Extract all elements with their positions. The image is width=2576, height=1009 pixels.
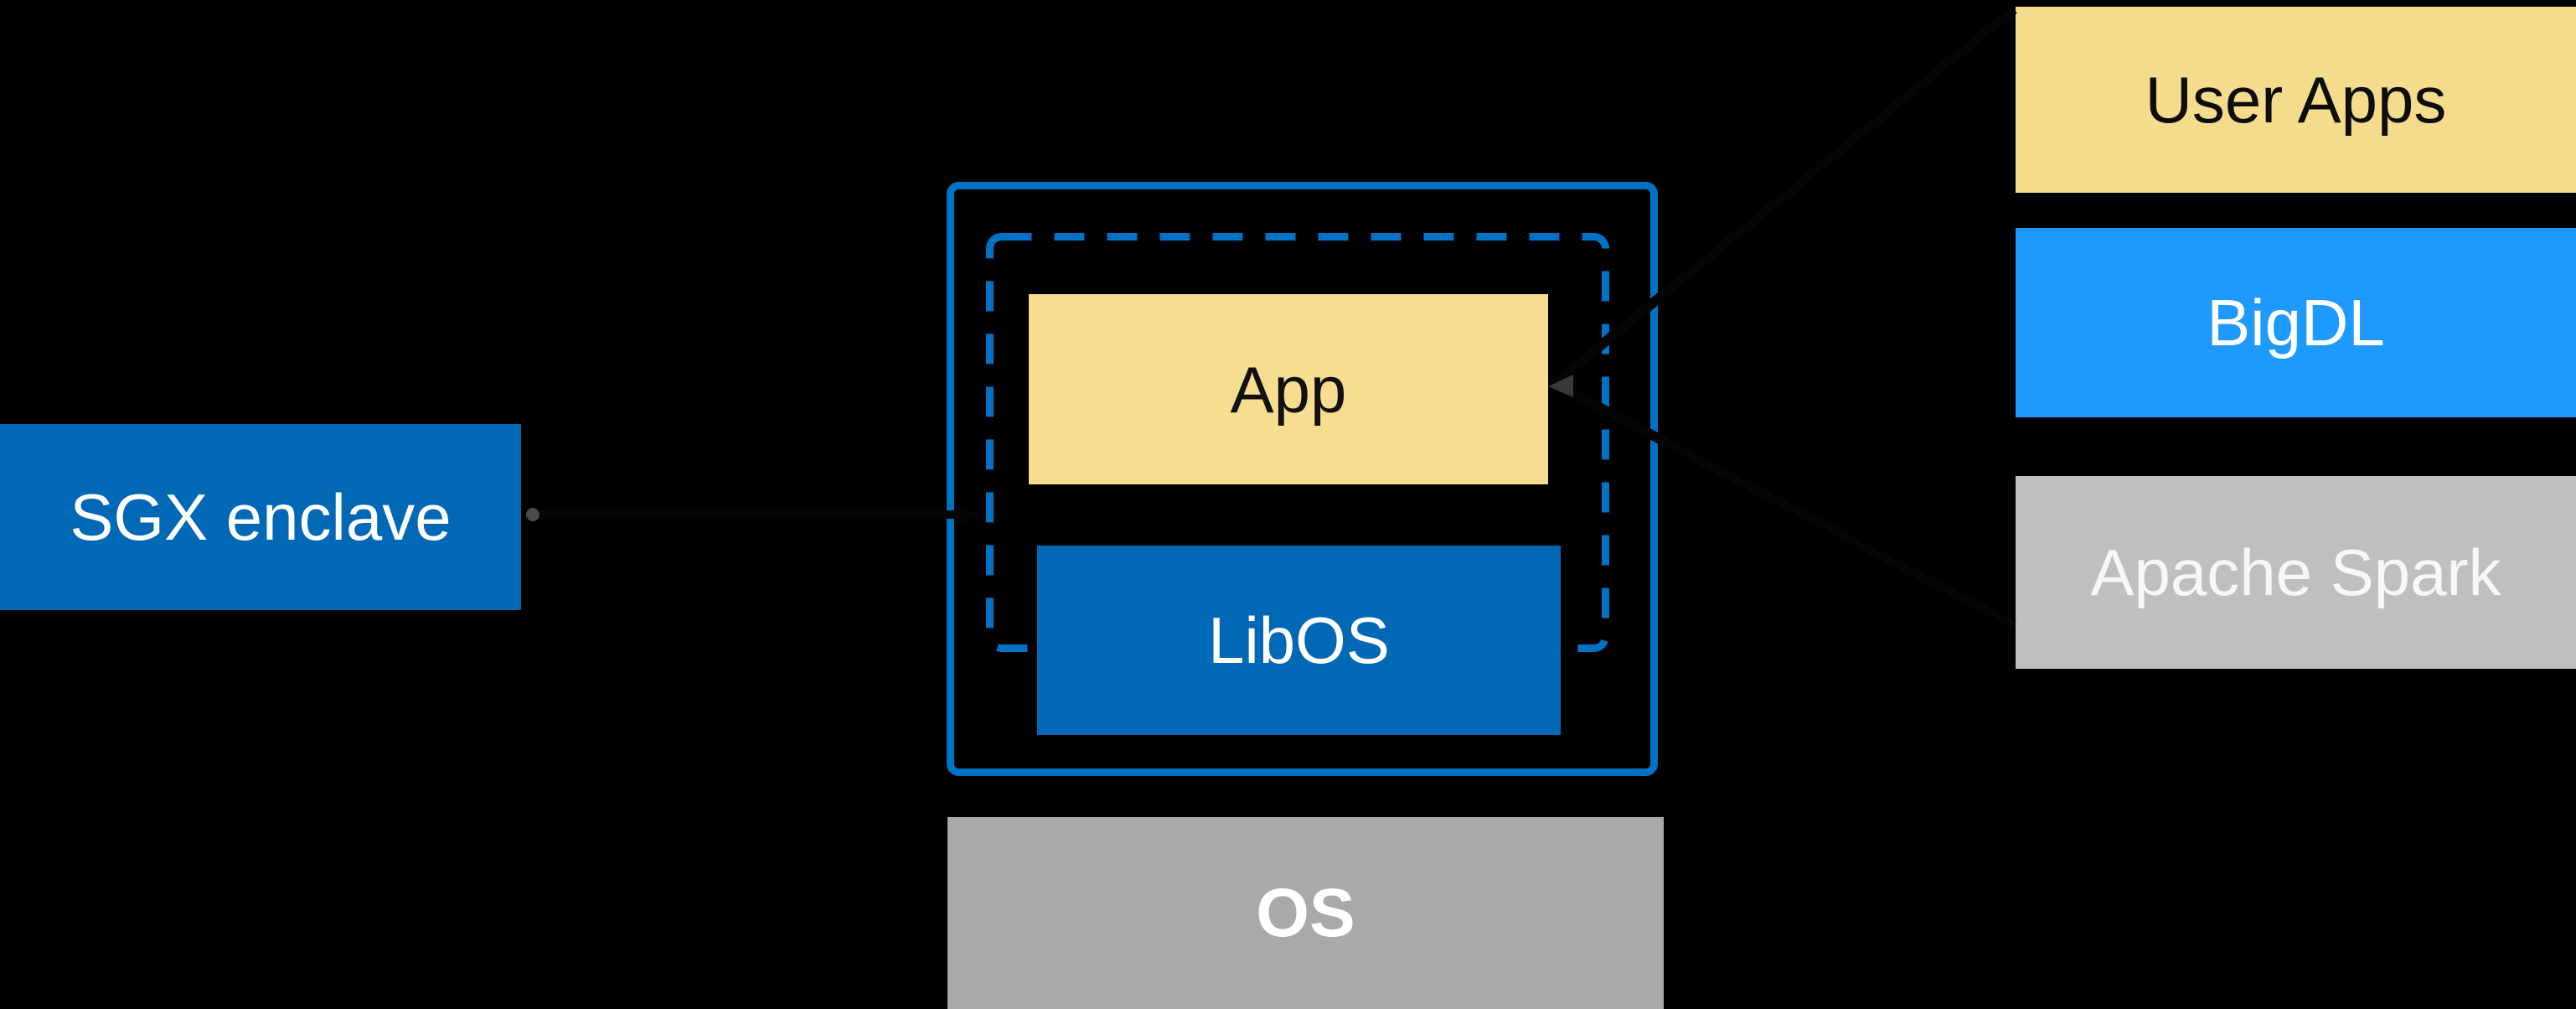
sgx-pointer-arrowhead-icon bbox=[957, 504, 982, 525]
sgx-enclave-label: SGX enclave bbox=[70, 480, 452, 554]
libos-box: LibOS bbox=[1037, 546, 1561, 735]
bigdl-box: BigDL bbox=[2016, 228, 2576, 417]
app-label: App bbox=[1230, 352, 1347, 427]
bigdl-label: BigDL bbox=[2207, 286, 2385, 360]
user-apps-label: User Apps bbox=[2145, 63, 2447, 137]
enclave-outer-border bbox=[947, 182, 1658, 776]
sgx-pointer-start-dot bbox=[526, 508, 539, 521]
os-label: OS bbox=[1256, 874, 1355, 951]
app-arrowhead-icon bbox=[1548, 375, 1573, 397]
app-box: App bbox=[1029, 294, 1548, 484]
apache-spark-label: Apache Spark bbox=[2090, 536, 2501, 609]
os-box: OS bbox=[947, 817, 1664, 1009]
libos-label: LibOS bbox=[1208, 603, 1390, 677]
user-apps-box: User Apps bbox=[2016, 7, 2576, 193]
stack-bottom-connector-line bbox=[1549, 377, 2016, 630]
stack-top-connector-line bbox=[1548, 5, 2017, 390]
sgx-enclave-box: SGX enclave bbox=[0, 424, 521, 610]
apache-spark-box: Apache Spark bbox=[2016, 476, 2576, 669]
enclave-dashed-border bbox=[986, 233, 1609, 652]
